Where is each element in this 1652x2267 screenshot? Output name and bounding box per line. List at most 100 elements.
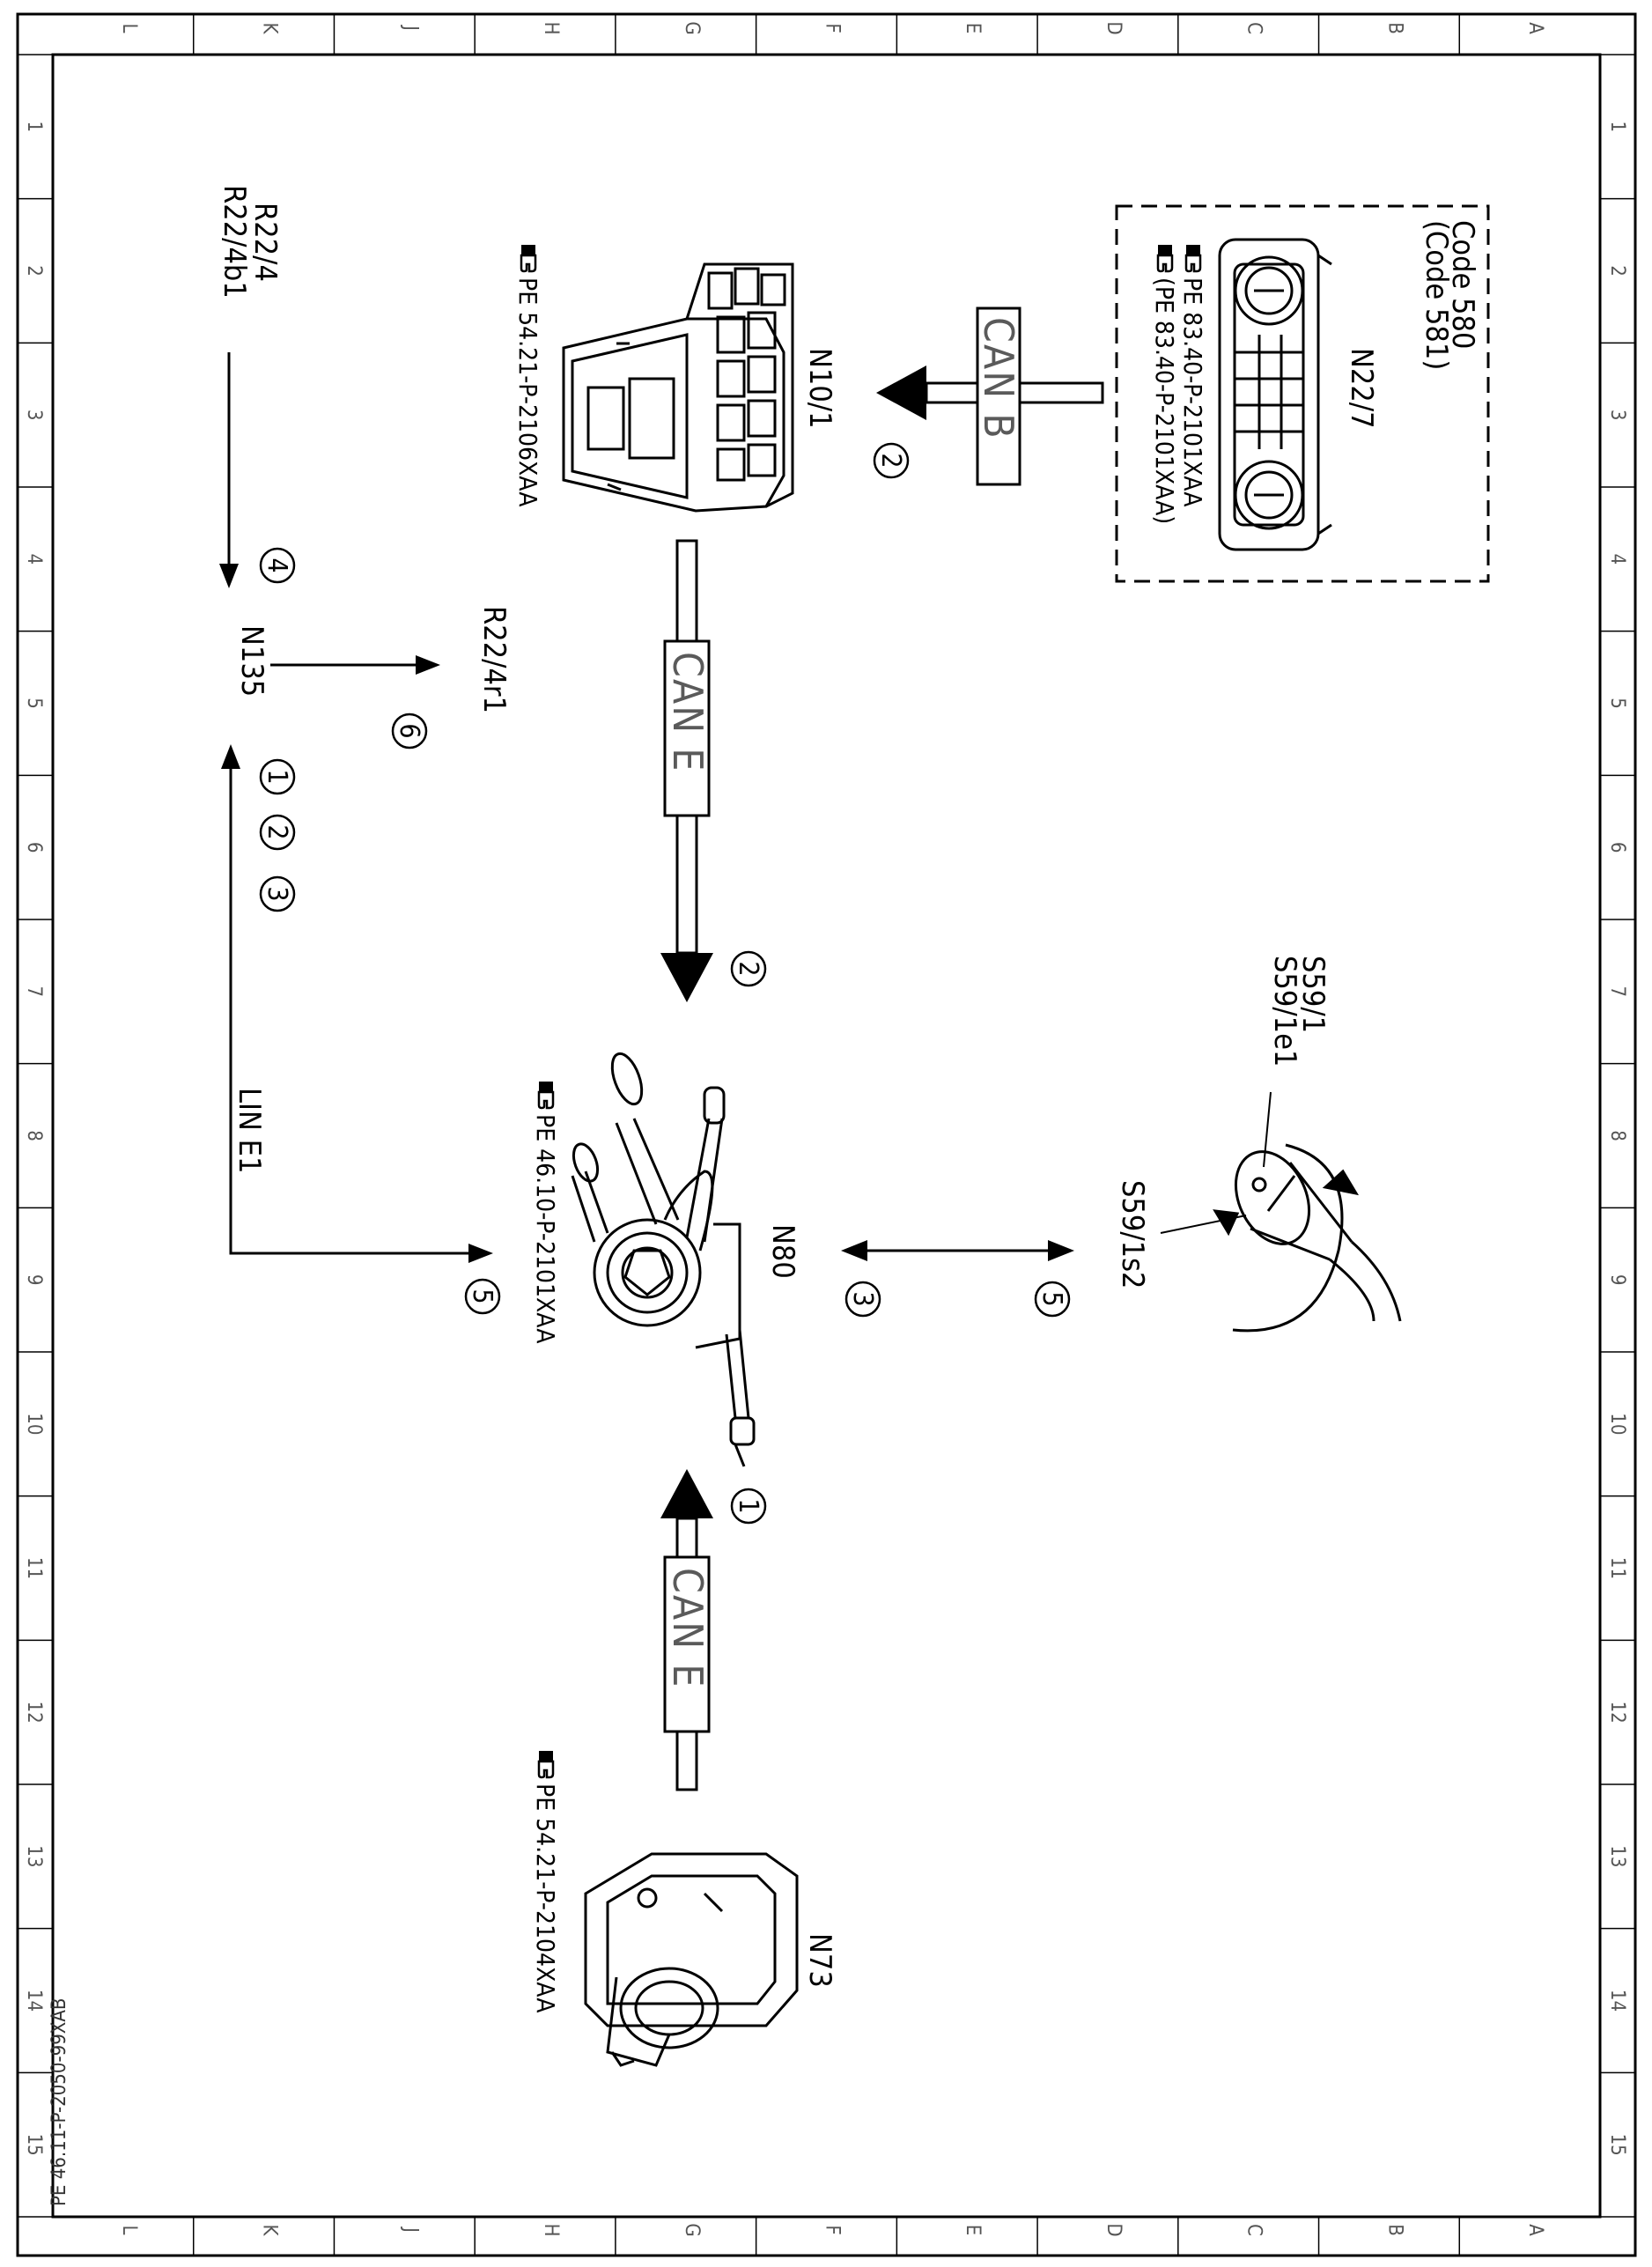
n80-control-unit: N80 PE 46.10-P-2101XAA [531, 1052, 800, 1467]
grid-row-label: 14 [23, 1990, 45, 2012]
sam-module-icon [562, 262, 794, 513]
grid-column-label: A [1524, 2224, 1546, 2236]
reference-hand-icon [537, 1749, 555, 1779]
rotary-switch-icon [1213, 1143, 1402, 1333]
grid-column-label: J [399, 2226, 421, 2233]
ignition-switch-icon [584, 1852, 799, 2067]
n80-s59-connection: 3 5 [841, 1240, 1074, 1318]
grid-row-label: 14 [1606, 1990, 1628, 2012]
diagram-content: Code 580 (Code 581) N22/7 PE 83.40-P-210… [217, 185, 1490, 2067]
n10-1-control-unit: N10/1 PE 54.21-P-2106XAA [513, 243, 837, 513]
grid-row-label: 13 [23, 1845, 45, 1867]
reference-hand-icon [520, 243, 537, 273]
grid-row-label: 11 [1606, 1557, 1628, 1579]
r22-4-component: R22/4 R22/4b1 4 [217, 185, 296, 588]
step-3-marker-s59: 3 [847, 1291, 878, 1306]
grid-column-label: D [1103, 21, 1125, 34]
grid-row-label: 8 [1606, 1130, 1628, 1141]
grid-row-label: 10 [1606, 1413, 1628, 1435]
n80-label: N80 [765, 1224, 800, 1279]
grid-row-label: 1 [1606, 122, 1628, 133]
grid-row-label: 7 [1606, 986, 1628, 998]
grid-column-label: C [1243, 22, 1265, 34]
n73-label: N73 [802, 1933, 837, 1988]
grid-column-label: C [1243, 2224, 1265, 2236]
grid-column-label: K [259, 2225, 281, 2237]
grid-column-label: E [962, 2225, 984, 2236]
grid-column-label: B [1383, 22, 1405, 34]
r22-4b1-label: R22/4b1 [217, 185, 252, 299]
grid-row-label: 5 [1606, 698, 1628, 709]
drawing-frame [16, 12, 1637, 2257]
grid-column-label: A [1524, 22, 1546, 34]
s59-1-switch: S59/1 S59/1e1 S59/1s2 [1115, 956, 1402, 1333]
step-5-marker-n80: 5 [467, 1289, 498, 1303]
grid-row-label: 4 [1606, 554, 1628, 565]
n10-1-ref: PE 54.21-P-2106XAA [513, 277, 542, 507]
step-2-marker-n135: 2 [262, 824, 292, 839]
step-4-marker: 4 [262, 558, 292, 572]
s59-1-label: S59/1 [1295, 956, 1331, 1033]
r22-4-label: R22/4 [247, 203, 283, 282]
grid-column-label: E [962, 23, 984, 34]
grid-row-label: 9 [1606, 1274, 1628, 1286]
grid-row-label: 6 [23, 842, 45, 853]
s59-1s2-label: S59/1s2 [1115, 1180, 1150, 1289]
lin-e1-connection: LIN E1 1 2 3 5 [221, 744, 501, 1315]
n80-ref: PE 46.10-P-2101XAA [531, 1114, 560, 1344]
reference-hand-icon [1156, 243, 1174, 273]
step-5-marker-s59: 5 [1036, 1291, 1067, 1306]
grid-row-label: 2 [23, 265, 45, 277]
n22-7-control-unit: Code 580 (Code 581) N22/7 PE 83.40-P-210… [1115, 204, 1490, 583]
grid-row-label: 10 [23, 1413, 45, 1435]
n22-7-label: N22/7 [1344, 348, 1379, 429]
step-6-marker: 6 [394, 723, 424, 738]
n10-1-label: N10/1 [802, 348, 837, 429]
step-2-marker-can-b: 2 [875, 453, 906, 468]
grid-column-label: G [681, 21, 703, 34]
grid-column-label: D [1103, 2223, 1125, 2236]
code-580-label: Code 580 [1445, 220, 1480, 349]
grid-column-label: B [1383, 2224, 1405, 2236]
code-581-label: (Code 581) [1419, 220, 1454, 370]
grid-row-label: 15 [1606, 2134, 1628, 2156]
n135-label: N135 [234, 625, 269, 697]
reference-hand-icon [537, 1080, 555, 1110]
grid-column-label: J [399, 24, 421, 31]
grid-row-label: 11 [23, 1557, 45, 1579]
n135-r22-4r1-connection: R22/4r1 6 [270, 606, 512, 750]
grid-row-label: 12 [1606, 1702, 1628, 1724]
grid-row-label: 1 [23, 122, 45, 133]
grid-column-label: L [118, 23, 140, 33]
n135-control-unit: N135 [234, 625, 269, 697]
drawing-code: PE 46.11-P-2050-99XAB [48, 1998, 70, 2206]
grid-column-label: L [118, 2225, 140, 2234]
step-2-marker-can-e: 2 [733, 961, 763, 976]
n22-7-ref-1: PE 83.40-P-2101XAA [1178, 277, 1207, 507]
step-1-marker-can-e: 1 [733, 1498, 763, 1513]
grid-row-label: 4 [23, 554, 45, 565]
grid-column-label: H [540, 22, 562, 35]
r22-4r1-label: R22/4r1 [476, 606, 512, 713]
n73-ref: PE 54.21-P-2104XAA [531, 1783, 560, 2013]
grid-column-label: H [540, 2224, 562, 2237]
can-e-bottom-label: CAN E [664, 1568, 712, 1688]
grid-row-label: 9 [23, 1274, 45, 1286]
grid-row-label: 2 [1606, 265, 1628, 277]
can-b-connection: CAN B 2 [873, 306, 1104, 486]
step-3-marker-n135: 3 [262, 886, 292, 901]
grid-row-label: 3 [23, 410, 45, 421]
grid-row-label: 6 [1606, 842, 1628, 853]
grid-column-label: F [822, 23, 844, 33]
can-b-label: CAN B [975, 317, 1022, 440]
n73-control-unit: N73 PE 54.21-P-2104XAA [531, 1749, 837, 2067]
grid-row-label: 12 [23, 1702, 45, 1724]
lin-e1-label: LIN E1 [232, 1088, 267, 1173]
s59-1e1-label: S59/1e1 [1267, 956, 1302, 1067]
grid-row-label: 3 [1606, 410, 1628, 421]
can-e-bottom-connection: CAN E 1 [660, 1469, 767, 1791]
